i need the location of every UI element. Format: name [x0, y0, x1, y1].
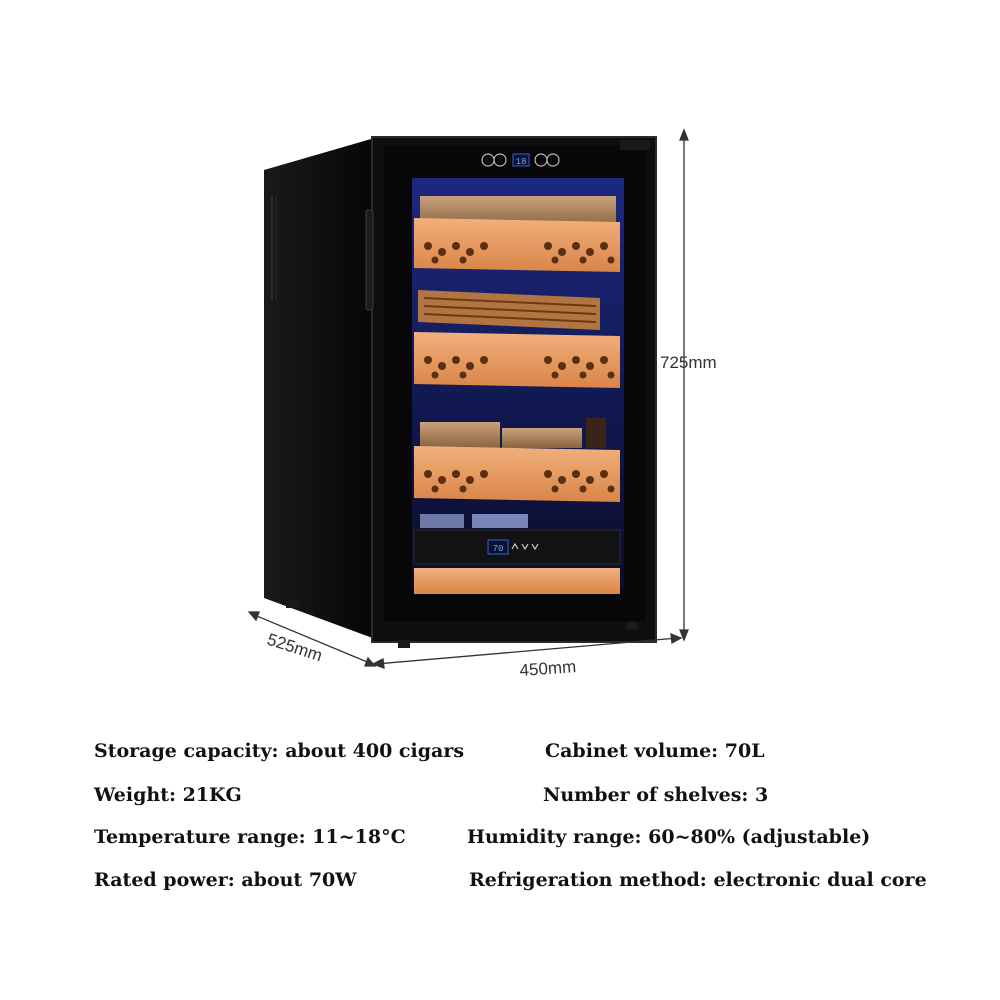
dimension-depth-label: 525mm	[265, 630, 325, 666]
spec-weight: Weight: 21KG	[94, 784, 242, 806]
spec-storage-capacity: Storage capacity: about 400 cigars	[94, 740, 465, 762]
power-button-icon[interactable]	[493, 153, 507, 167]
shelf-2-holes	[424, 356, 615, 379]
drawer-display-readout: 70	[493, 544, 504, 554]
spec-rated-power: Rated power: about 70W	[94, 869, 357, 891]
humidity-drawer: 70	[413, 514, 621, 594]
spec-temperature-range: Temperature range: 11~18°C	[94, 826, 406, 848]
cabinet-side-panel	[264, 137, 378, 640]
down-button-icon[interactable]	[546, 153, 560, 167]
door-handle[interactable]	[365, 209, 374, 311]
drawer-display	[487, 539, 509, 555]
cedar-shelf-3	[414, 418, 620, 502]
cabinet-foot-left	[398, 640, 410, 648]
shelf-1-holes	[424, 242, 615, 264]
temperature-display-readout: 18	[516, 157, 527, 167]
drawer-mode-icon	[531, 543, 539, 551]
spec-number-of-shelves: Number of shelves: 3	[543, 784, 769, 806]
shelf-3-holes	[424, 470, 615, 493]
cedar-shelf-1	[414, 196, 620, 272]
temperature-display	[512, 153, 530, 167]
dimension-height	[679, 128, 689, 642]
dimension-width-label: 450mm	[519, 657, 577, 680]
humidor-cabinet-illustration: 18	[247, 128, 717, 680]
spec-cabinet-volume: Cabinet volume: 70L	[545, 740, 765, 762]
drawer-up-icon	[511, 542, 519, 550]
cabinet-foot-right	[626, 622, 638, 630]
dimension-width	[371, 632, 683, 669]
glass-door[interactable]: 18	[384, 146, 646, 621]
spec-refrigeration-method: Refrigeration method: electronic dual co…	[469, 869, 927, 891]
cedar-shelf-2	[414, 290, 620, 388]
dimension-height-label: 725mm	[660, 353, 717, 372]
control-panel: 18	[481, 153, 560, 167]
spec-humidity-range: Humidity range: 60~80% (adjustable)	[467, 826, 871, 848]
door-hinge	[620, 140, 650, 150]
drawer-down-icon	[521, 543, 529, 551]
